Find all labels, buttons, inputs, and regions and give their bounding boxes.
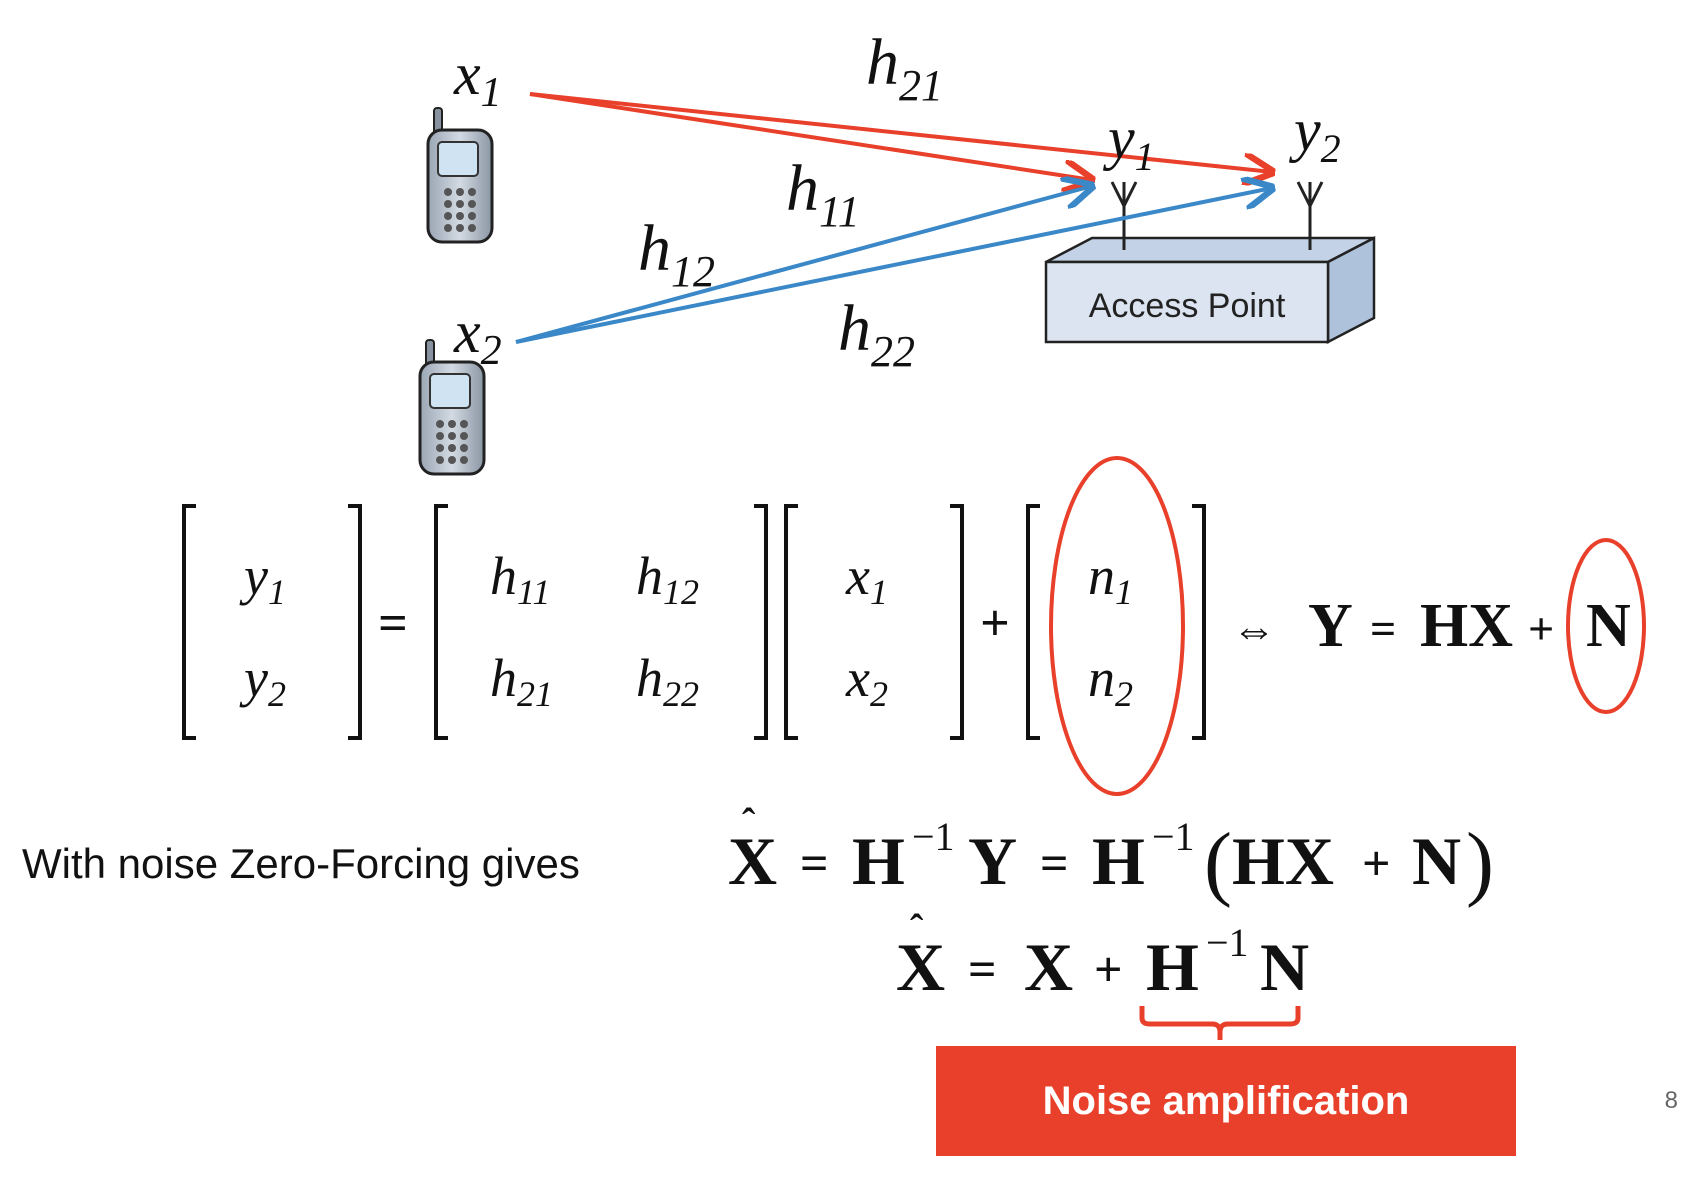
n2-entry: n2 xyxy=(1088,648,1133,714)
label-x2: x2 xyxy=(453,299,502,374)
compact-HX: HX xyxy=(1420,592,1513,660)
label-h22: h22 xyxy=(838,292,915,376)
svg-text:+: + xyxy=(1094,941,1123,997)
channel-arrow-h22 xyxy=(515,188,1272,344)
noise-term-brace xyxy=(1139,1006,1301,1040)
svg-text:H: H xyxy=(1146,929,1199,1005)
svg-text:ˆ: ˆ xyxy=(742,800,756,845)
equals-sign: = xyxy=(378,595,408,652)
x1-entry: x1 xyxy=(845,546,888,612)
noise-amplification-callout xyxy=(936,1046,1516,1156)
svg-text:=: = xyxy=(800,835,829,891)
compact-noise-highlight xyxy=(1566,538,1646,714)
svg-text:−1: −1 xyxy=(912,814,955,859)
svg-text:N: N xyxy=(1260,929,1309,1005)
access-point: Access Point xyxy=(1044,235,1376,345)
svg-text:HX: HX xyxy=(1232,823,1334,899)
channel-arrow-h12 xyxy=(515,186,1092,344)
svg-text:=: = xyxy=(1040,835,1069,891)
x2-entry: x2 xyxy=(845,648,888,714)
svg-text:N: N xyxy=(1412,823,1461,899)
antenna-icon-1 xyxy=(1110,181,1138,250)
noise-vector-highlight xyxy=(1049,456,1185,796)
label-h21: h21 xyxy=(866,26,943,110)
svg-text:+: + xyxy=(1362,835,1391,891)
svg-text:X: X xyxy=(728,823,777,899)
zf-intro-text: With noise Zero-Forcing gives xyxy=(22,840,580,887)
phone-icon-1 xyxy=(426,107,494,244)
phone-icon-2 xyxy=(418,339,486,476)
h12-entry: h12 xyxy=(636,546,699,612)
label-h12: h12 xyxy=(638,212,715,296)
n1-entry: n1 xyxy=(1088,546,1133,612)
label-y1: y1 xyxy=(1102,105,1155,179)
channel-arrow-h11 xyxy=(529,92,1092,180)
callout-label: Noise amplification xyxy=(1043,1079,1410,1123)
compact-Y: Y xyxy=(1308,592,1353,660)
svg-text:ˆ: ˆ xyxy=(910,906,924,951)
compact-N: N xyxy=(1586,592,1631,660)
matrix-equation xyxy=(182,504,1206,740)
svg-text:X: X xyxy=(1024,929,1073,1005)
antenna-icon-2 xyxy=(1296,181,1324,250)
page-number: 8 xyxy=(1665,1087,1678,1114)
compact-eq: = xyxy=(1370,603,1396,654)
svg-text:H: H xyxy=(1092,823,1145,899)
access-point-label: Access Point xyxy=(1089,287,1286,325)
svg-text:−1: −1 xyxy=(1152,814,1195,859)
zf-equation-2: X ˆ = X + H −1 N xyxy=(896,906,1309,1005)
svg-text:=: = xyxy=(968,941,997,997)
y2-entry: y2 xyxy=(239,648,286,714)
svg-text:): ) xyxy=(1466,816,1494,909)
iff-symbol: ⇔ xyxy=(1232,605,1276,654)
plus-sign: + xyxy=(980,595,1010,652)
label-x1: x1 xyxy=(453,41,502,116)
zf-equation-1: X ˆ = H −1 Y = H −1 ( HX + N ) xyxy=(728,800,1494,909)
label-y2: y2 xyxy=(1288,97,1341,171)
svg-text:−1: −1 xyxy=(1206,920,1249,965)
h21-entry: h21 xyxy=(490,648,553,714)
h22-entry: h22 xyxy=(636,648,699,714)
svg-text:X: X xyxy=(896,929,945,1005)
svg-text:(: ( xyxy=(1204,816,1232,909)
label-h11: h11 xyxy=(786,152,860,236)
channel-arrow-h21 xyxy=(529,92,1272,172)
svg-text:Y: Y xyxy=(968,823,1017,899)
y1-entry: y1 xyxy=(239,546,286,612)
svg-text:H: H xyxy=(852,823,905,899)
compact-plus: + xyxy=(1528,603,1554,654)
h11-entry: h11 xyxy=(490,546,550,612)
